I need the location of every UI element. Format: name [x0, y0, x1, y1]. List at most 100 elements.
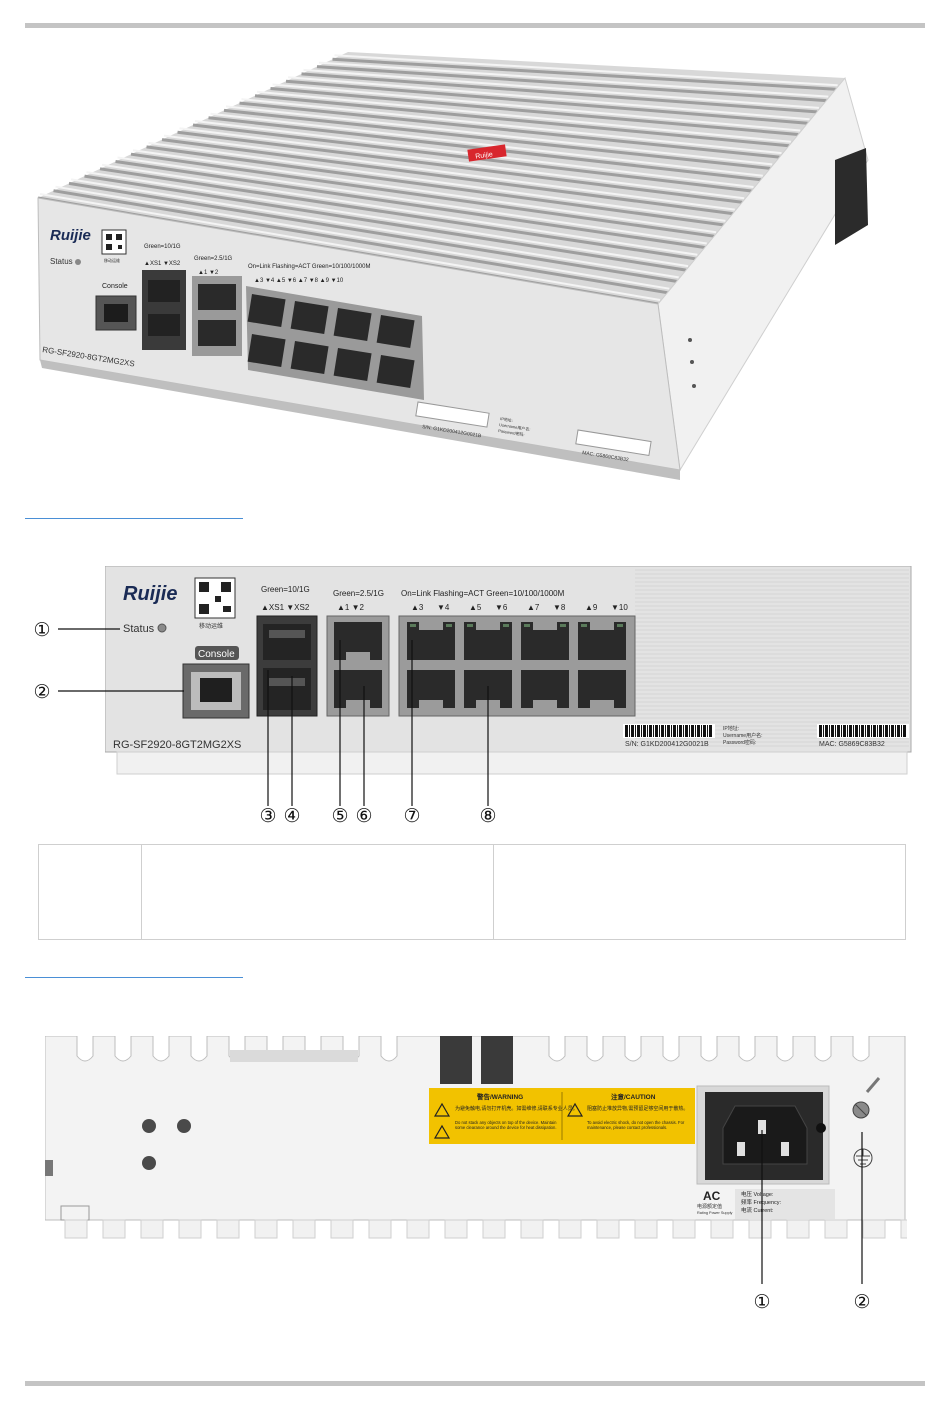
- callout-rear-1-power: ①: [753, 1291, 771, 1313]
- console-label-iso: Console: [102, 283, 128, 290]
- top-badge-text: Ruijie: [475, 151, 493, 160]
- front-callout-leaders: [58, 628, 489, 806]
- callout-2-console: ②: [33, 681, 51, 703]
- ac-label: AC: [703, 1189, 721, 1203]
- warning-text-cn: 为避免触电,请勿打开机壳。如需维修,请联系专业人员。: [455, 1105, 578, 1112]
- section-underline-front: [25, 518, 243, 519]
- front-panel-diagram: Ruijie 移动运维 Status Console Green=10/1G ▲…: [105, 566, 912, 775]
- ge-group-label: On=Link Flashing=ACT Green=10/100/1000M: [401, 589, 565, 598]
- mg-port-1: [334, 622, 382, 660]
- power-socket-side: [835, 148, 868, 245]
- ge-port: [578, 622, 626, 660]
- table-cell-1: [39, 845, 142, 939]
- ac-subtitle-en: Rating Power Supply: [697, 1211, 733, 1215]
- ip-label-iso: IP地址:: [500, 415, 514, 423]
- ge-group-label-iso: On=Link Flashing=ACT Green=10/100/1000M: [248, 264, 370, 270]
- warning-title: 警告/WARNING: [477, 1092, 523, 1101]
- section-underline-rear: [25, 977, 243, 978]
- table-cell-3: [494, 845, 905, 939]
- voltage-label: 电压 Voltage:: [741, 1190, 774, 1198]
- ge-port-label: ▲7: [527, 603, 540, 612]
- warning-icon-1: [433, 1102, 451, 1117]
- rear-fin-left: [440, 1036, 472, 1084]
- mac-barcode-iso: [575, 429, 652, 456]
- header-rule: [25, 23, 925, 28]
- sfp-group-label: Green=10/1G: [261, 585, 310, 594]
- caution-title: 注意/CAUTION: [611, 1092, 656, 1101]
- ge-port: [578, 670, 626, 708]
- sn-barcode-iso: [415, 401, 490, 428]
- qr-caption-iso: 移动运维: [104, 257, 120, 263]
- mg-group-label-iso: Green=2.5/1G: [194, 256, 233, 262]
- rear-callout-leaders: [761, 1130, 863, 1284]
- sn-label: S/N: G1KD200412G0021B: [625, 741, 709, 748]
- rear-fin-right: [481, 1036, 513, 1084]
- ge-port-label: ▼6: [495, 603, 508, 612]
- mg-port-2: [334, 670, 382, 708]
- ge-port: [407, 670, 455, 708]
- table-cell-2: [142, 845, 494, 939]
- ge-port: [407, 622, 455, 660]
- callout-8-ports: ⑧: [479, 805, 497, 827]
- switch-isometric-photo: Ruijie Ruijie 移动运维 Status Console Green=…: [37, 52, 869, 480]
- ge-port-label: ▲3: [411, 603, 424, 612]
- brand-logo-iso: Ruijie: [50, 227, 91, 244]
- callout-rear-2-ground: ②: [853, 1291, 871, 1313]
- mac-label: MAC: G5869C83B32: [819, 741, 885, 748]
- current-label: 电流 Current:: [741, 1206, 774, 1214]
- mount-hole-1: [142, 1119, 156, 1133]
- sfp-group-label-iso: Green=10/1G: [144, 244, 181, 250]
- model-label: RG-SF2920-8GT2MG2XS: [113, 739, 241, 751]
- mg-group-label: Green=2.5/1G: [333, 589, 384, 598]
- ge-port-label: ▲9: [585, 603, 598, 612]
- status-led: [157, 623, 167, 633]
- mount-hole-3: [142, 1156, 156, 1170]
- username-label: Username用户名:: [723, 732, 762, 739]
- top-badge: [467, 144, 507, 162]
- console-label: Console: [198, 649, 235, 660]
- qr-code-iso: [101, 229, 127, 255]
- caution-text-en: To avoid electric shock, do not open the…: [587, 1120, 685, 1130]
- warning-text-en: Do not stack any objects on top of the d…: [455, 1120, 557, 1130]
- console-badge: [195, 646, 239, 660]
- port-description-table: [38, 844, 906, 940]
- ground-icon: [853, 1148, 873, 1168]
- warning-icon-2: [433, 1124, 451, 1139]
- status-led-iso: [75, 259, 81, 265]
- pass-label-iso: Password密码:: [498, 427, 525, 437]
- user-label-iso: Username用户名:: [499, 421, 531, 432]
- ge-port-label: ▼4: [437, 603, 450, 612]
- password-label: Password密码:: [723, 739, 756, 746]
- callout-1-status: ①: [33, 619, 51, 641]
- callout-6-port2: ⑥: [355, 805, 373, 827]
- mount-hole-2: [177, 1119, 191, 1133]
- status-label: Status: [123, 623, 155, 635]
- ge-port: [521, 622, 569, 660]
- ge-port-label: ▲5: [469, 603, 482, 612]
- status-label-iso: Status: [50, 257, 73, 266]
- ge-ports-label-iso: ▲3 ▼4 ▲5 ▼6 ▲7 ▼8 ▲9 ▼10: [254, 278, 344, 284]
- caution-icon: [566, 1102, 584, 1117]
- frequency-label: 频率 Frequency:: [741, 1198, 782, 1206]
- callout-7-port3: ⑦: [403, 805, 421, 827]
- callout-5-port1: ⑤: [331, 805, 349, 827]
- ge-port: [464, 622, 512, 660]
- ge-port-label: ▼8: [553, 603, 566, 612]
- caution-text-cn: 阻塞防止堆放异物,需预留足够空间用于散热。: [587, 1105, 688, 1112]
- brand-logo: Ruijie: [123, 583, 177, 605]
- footer-rule: [25, 1381, 925, 1386]
- ge-port-label: ▼10: [611, 603, 628, 612]
- mg-ports-label-iso: ▲1 ▼2: [198, 270, 219, 276]
- sfp-port-xs2: [263, 668, 311, 710]
- rear-panel-diagram: 警告/WARNING 为避免触电,请勿打开机壳。如需维修,请联系专业人员。 Do…: [45, 1036, 907, 1239]
- ip-label: IP地址:: [723, 725, 739, 732]
- ac-subtitle-cn: 电源额定值: [697, 1203, 722, 1210]
- callout-4-xs2: ④: [283, 805, 301, 827]
- mg-ports-label: ▲1 ▼2: [337, 603, 365, 612]
- callout-3-xs1: ③: [259, 805, 277, 827]
- front-panel-base: [116, 751, 908, 775]
- sfp-ports-label: ▲XS1 ▼XS2: [261, 603, 310, 612]
- sfp-ports-label-iso: ▲XS1 ▼XS2: [144, 261, 181, 267]
- qr-caption: 移动运维: [199, 622, 223, 630]
- ge-port: [521, 670, 569, 708]
